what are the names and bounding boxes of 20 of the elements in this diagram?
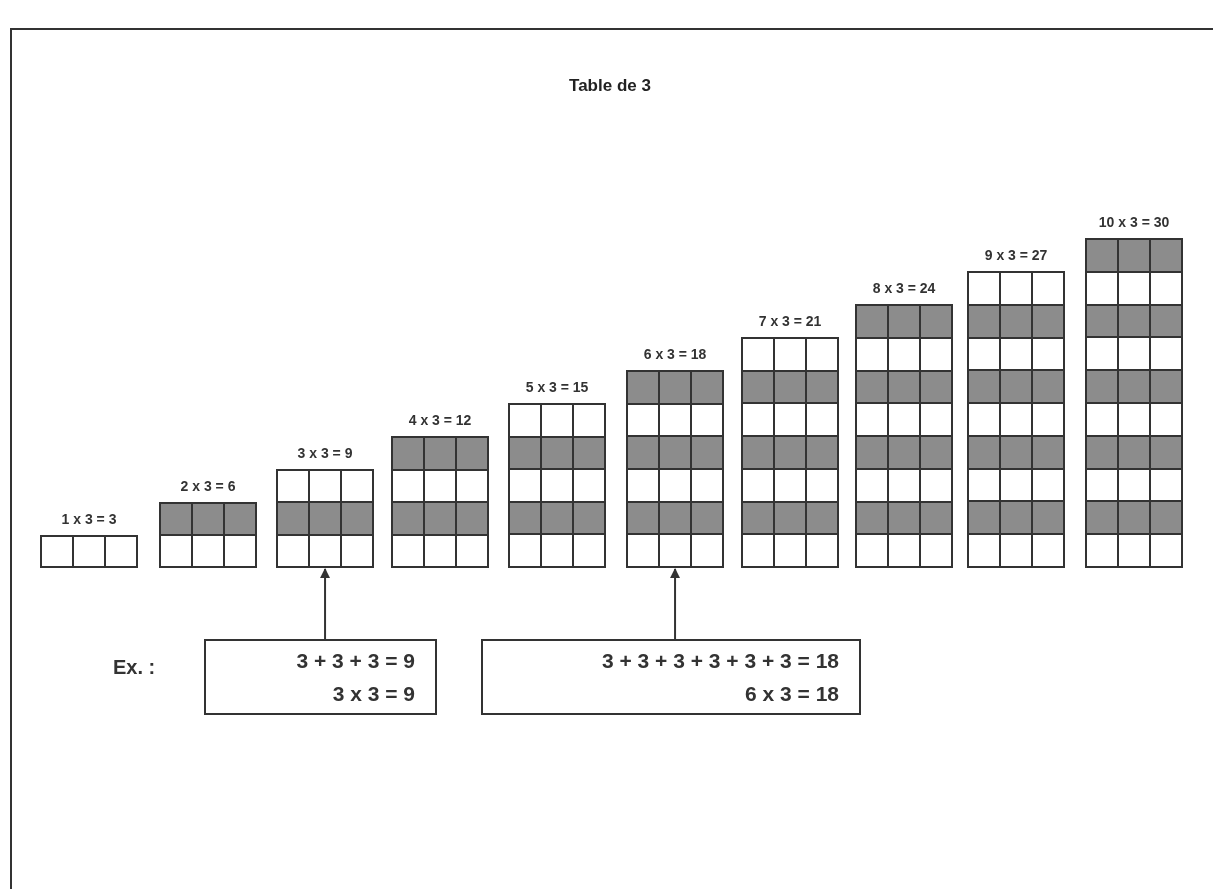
equation-label: 4 x 3 = 12 [408, 411, 472, 430]
equation-label: 7 x 3 = 21 [758, 312, 822, 331]
equation-label: 9 x 3 = 27 [984, 246, 1048, 265]
arrow [670, 568, 681, 640]
equation-box [481, 639, 861, 715]
equation-label: 8 x 3 = 24 [872, 279, 936, 298]
equation-label: 2 x 3 = 6 [180, 477, 236, 496]
equation: 3 x 3 = 9 [332, 681, 415, 707]
arrow [320, 568, 331, 640]
equation: 3 + 3 + 3 + 3 + 3 + 3 = 18 [601, 647, 839, 674]
equation: 6 x 3 = 18 [745, 681, 839, 707]
equation-label: 5 x 3 = 15 [525, 378, 589, 397]
equation-label: 10 x 3 = 30 [1098, 213, 1170, 232]
equation-box [204, 639, 437, 715]
example-label: Ex. : [113, 655, 156, 680]
equation-label: 6 x 3 = 18 [643, 345, 707, 364]
equation-label: 3 x 3 = 9 [297, 444, 353, 463]
equation-label: 1 x 3 = 3 [61, 510, 117, 529]
title: Table de 3 [568, 75, 652, 97]
equation: 3 + 3 + 3 = 9 [296, 647, 415, 674]
